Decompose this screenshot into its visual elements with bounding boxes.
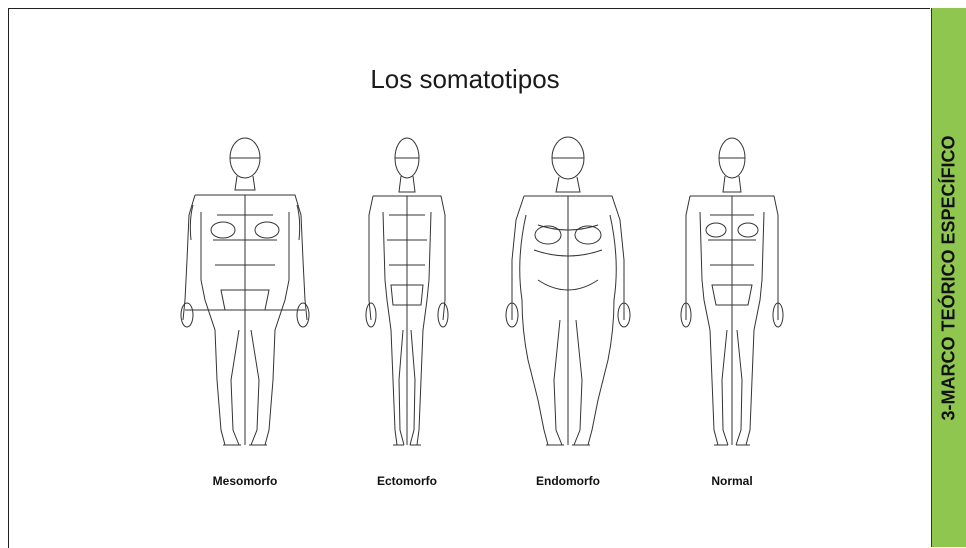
- section-side-band: 3-MARCO TEÓRICO ESPECÍFICO: [931, 8, 966, 547]
- section-side-label: 3-MARCO TEÓRICO ESPECÍFICO: [939, 135, 960, 420]
- figure-label-mesomorfo: Mesomorfo: [185, 474, 305, 488]
- figure-label-endomorfo: Endomorfo: [508, 474, 628, 488]
- normal-figure-drawing: [0, 0, 930, 547]
- figure-label-normal: Normal: [672, 474, 792, 488]
- figure-label-ectomorfo: Ectomorfo: [347, 474, 467, 488]
- somatotype-figures: Mesomorfo Ectomorfo Endomorfo Normal: [0, 0, 930, 547]
